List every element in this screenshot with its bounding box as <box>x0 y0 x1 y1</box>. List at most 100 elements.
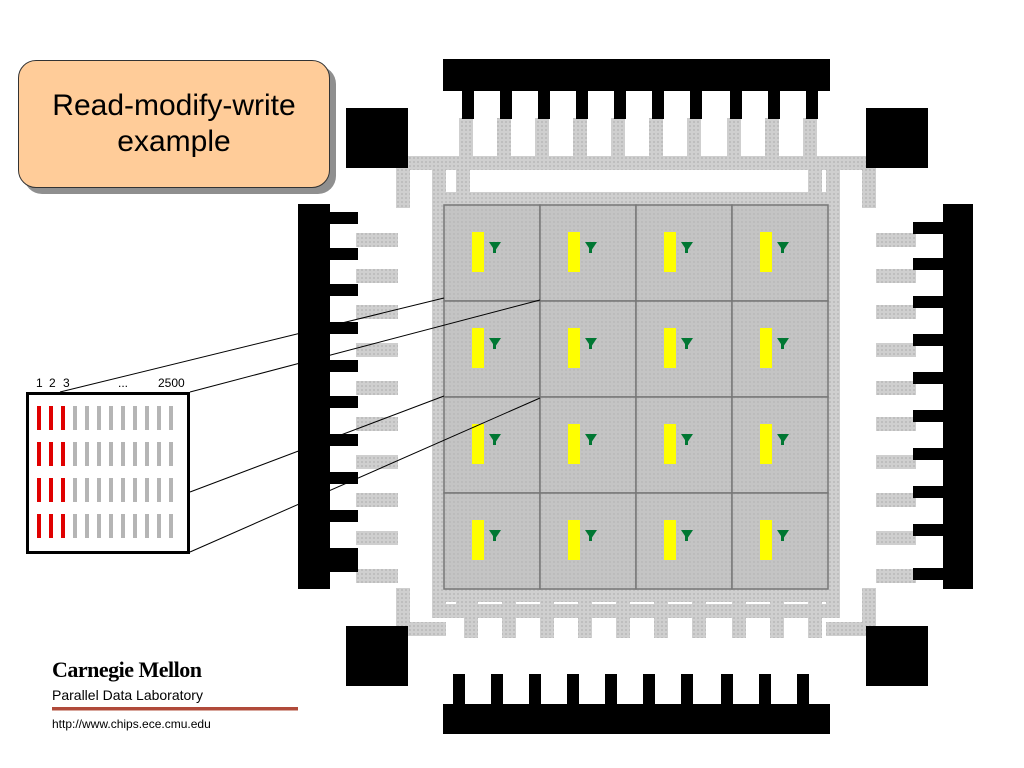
pin-left-1 <box>330 248 358 260</box>
trace-corner-tl-v <box>396 156 410 208</box>
trace-left-5 <box>356 417 398 431</box>
cell-bg <box>731 204 829 302</box>
leader-line-0 <box>59 297 445 393</box>
ring-stub-bl <box>456 600 470 608</box>
trace-top-6 <box>687 118 701 160</box>
array-cell <box>145 442 149 466</box>
data-array-box <box>26 392 190 554</box>
array-cell <box>157 478 161 502</box>
memory-bar <box>760 520 772 560</box>
memory-bar <box>472 232 484 272</box>
memory-bar <box>760 328 772 368</box>
array-cell <box>169 406 173 430</box>
memory-bar <box>760 232 772 272</box>
trace-right-3 <box>876 343 916 357</box>
array-cell <box>85 406 89 430</box>
pin-top-7 <box>730 91 742 119</box>
corner-pad-bl <box>346 626 408 686</box>
trace-left-0 <box>356 233 398 247</box>
memory-bar <box>760 424 772 464</box>
pin-top-6 <box>690 91 702 119</box>
array-cell <box>145 406 149 430</box>
trace-right-7 <box>876 493 916 507</box>
pin-left-3 <box>330 322 358 334</box>
trace-left-1 <box>356 269 398 283</box>
array-cell <box>109 478 113 502</box>
pin-bar-top <box>443 59 830 91</box>
array-cell <box>157 514 161 538</box>
footer-url: http://www.chips.ece.cmu.edu <box>52 717 211 731</box>
logic-triangle-icon <box>681 242 693 251</box>
trace-left-7 <box>356 493 398 507</box>
array-cell-modified <box>49 514 53 538</box>
trace-left-2 <box>356 305 398 319</box>
logic-stem <box>685 343 688 349</box>
array-cell <box>133 514 137 538</box>
cell-0-3 <box>731 204 829 302</box>
trace-left-9 <box>356 569 398 583</box>
logic-stem <box>493 343 496 349</box>
cell-1-0 <box>443 300 541 398</box>
pin-top-3 <box>576 91 588 119</box>
pin-left-0 <box>330 212 358 224</box>
logic-triangle-icon <box>489 242 501 251</box>
pin-bottom-3 <box>567 674 579 704</box>
trace-top-5 <box>649 118 663 160</box>
memory-bar <box>472 520 484 560</box>
pin-right-8 <box>913 524 943 536</box>
cell-3-2 <box>635 492 733 590</box>
trace-top-7 <box>727 118 741 160</box>
logic-stem <box>781 247 784 253</box>
logic-triangle-icon <box>585 434 597 443</box>
cell-bg <box>731 396 829 494</box>
trace-top-2 <box>535 118 549 160</box>
array-cell <box>145 514 149 538</box>
ring-stub-tr <box>808 170 822 196</box>
pin-bottom-5 <box>643 674 655 704</box>
cmu-logo: Carnegie Mellon <box>52 657 202 682</box>
trace-top-3 <box>573 118 587 160</box>
leader-lines <box>59 297 541 553</box>
logic-triangle-icon <box>777 242 789 251</box>
trace-right-4 <box>876 381 916 395</box>
trace-right-1 <box>876 269 916 283</box>
logic-triangle-icon <box>681 530 693 539</box>
leader-line-1 <box>189 299 541 393</box>
cell-bg <box>635 204 733 302</box>
array-cell <box>85 478 89 502</box>
cell-1-1 <box>539 300 637 398</box>
array-cell-modified <box>61 478 65 502</box>
trace-right-6 <box>876 455 916 469</box>
logic-triangle-icon <box>489 338 501 347</box>
logic-stem <box>781 343 784 349</box>
trace-top-9 <box>803 118 817 160</box>
corner-pad-tr <box>866 108 928 168</box>
trace-right-2 <box>876 305 916 319</box>
memory-bar <box>664 328 676 368</box>
array-cell <box>169 478 173 502</box>
array-cell-modified <box>61 406 65 430</box>
pin-left-9 <box>330 548 358 560</box>
array-cell <box>121 406 125 430</box>
memory-bar <box>568 232 580 272</box>
memory-bar <box>664 232 676 272</box>
cell-2-0 <box>443 396 541 494</box>
pin-bottom-9 <box>797 674 809 704</box>
pin-bottom-7 <box>721 674 733 704</box>
array-cell <box>157 406 161 430</box>
array-cell-modified <box>37 406 41 430</box>
cell-3-3 <box>731 492 829 590</box>
array-cell-modified <box>61 514 65 538</box>
ring-inner-bottom <box>440 588 840 602</box>
logic-triangle-icon <box>777 530 789 539</box>
logic-stem <box>685 439 688 445</box>
array-cell <box>169 514 173 538</box>
pin-left-5 <box>330 396 358 408</box>
pin-right-3 <box>913 334 943 346</box>
array-cell <box>97 478 101 502</box>
trace-right-5 <box>876 417 916 431</box>
slide-title: Read-modify-write example <box>52 89 296 158</box>
ring-stub-tl <box>456 170 470 196</box>
pin-bar-left <box>298 204 330 589</box>
cell-1-2 <box>635 300 733 398</box>
